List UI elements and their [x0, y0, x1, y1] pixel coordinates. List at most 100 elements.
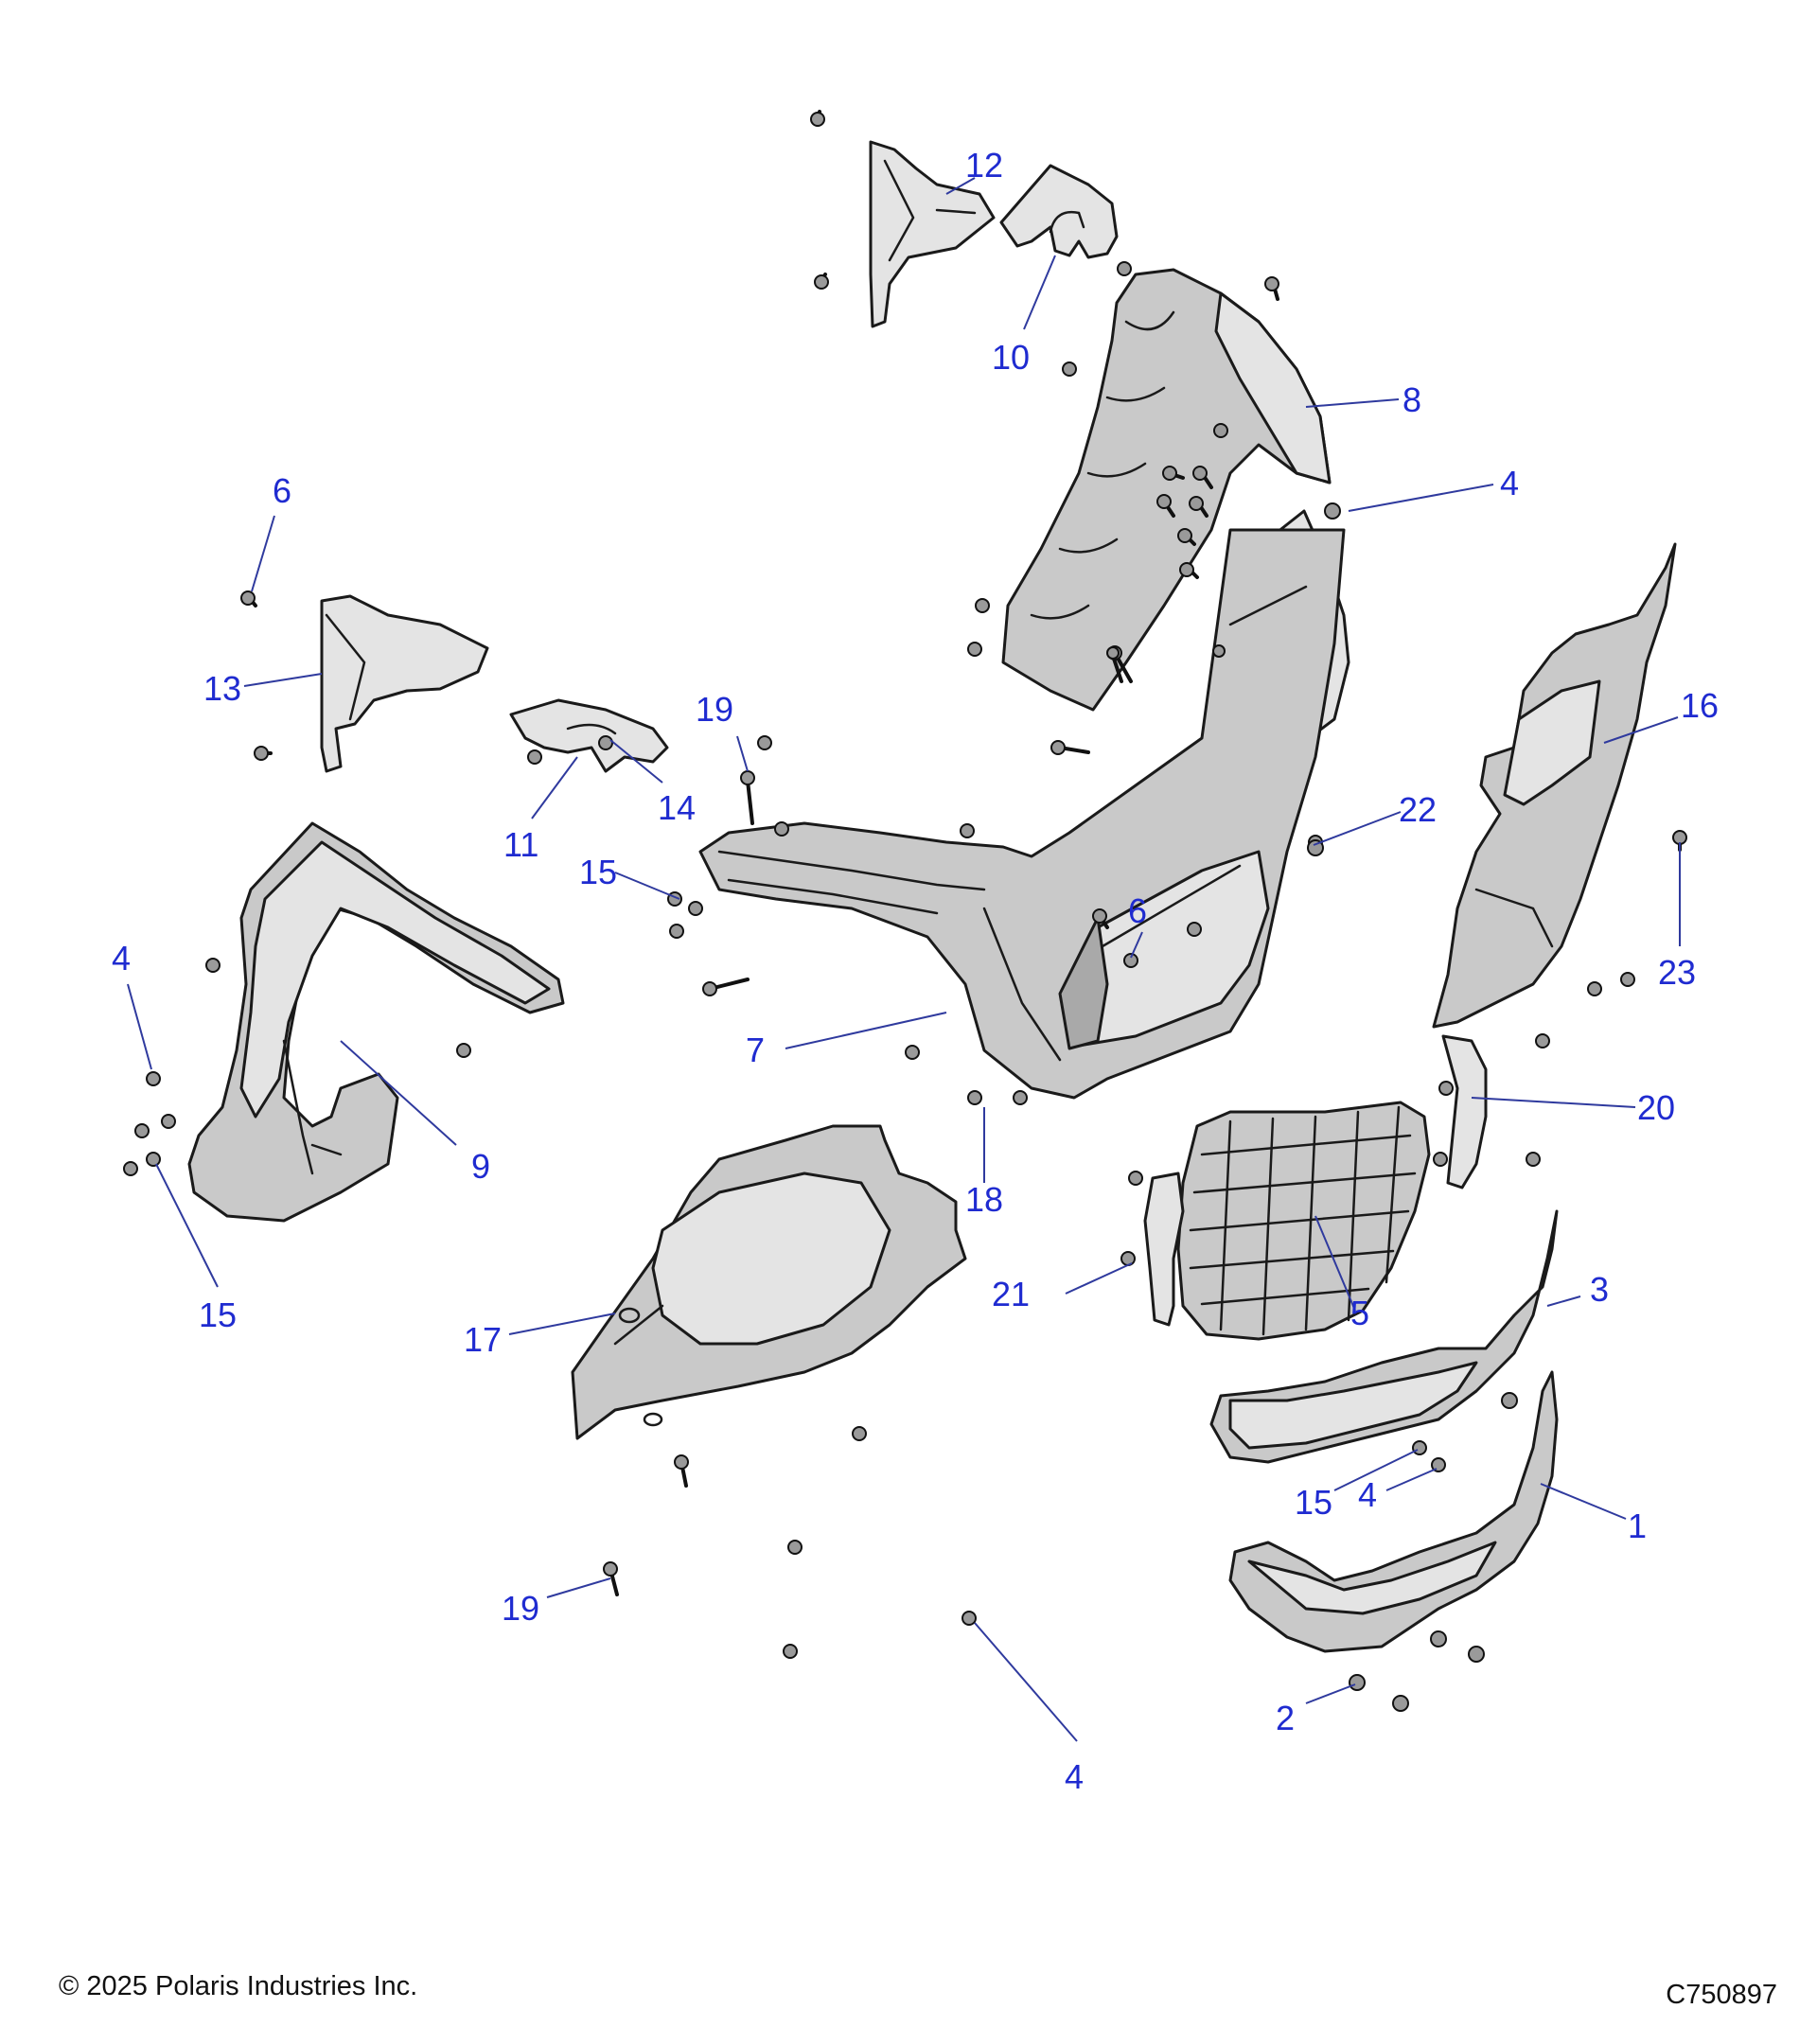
- fastener: [787, 1540, 803, 1555]
- fastener: [740, 770, 755, 825]
- fastener: [774, 821, 789, 837]
- callout-15: 15: [199, 1295, 237, 1334]
- callout-23: 23: [1658, 953, 1696, 992]
- part-9-left-bracket: [187, 821, 565, 1223]
- fastener: [598, 735, 613, 750]
- callout-6: 6: [273, 471, 291, 510]
- fastener: [123, 1161, 138, 1176]
- callout-21: 21: [992, 1275, 1030, 1313]
- fastener: [967, 1090, 982, 1105]
- part-17-lower-panel: [571, 1124, 967, 1440]
- callout-19: 19: [502, 1589, 539, 1628]
- fastener: [1433, 1152, 1448, 1167]
- fastener: [967, 642, 982, 657]
- callout-14: 14: [658, 788, 696, 827]
- part-7-front-frame: [698, 509, 1350, 1100]
- callout-6: 6: [1128, 891, 1147, 930]
- fastener: [960, 823, 975, 838]
- callout-4: 4: [112, 939, 131, 978]
- fastener: [456, 1043, 471, 1058]
- part-1-lower-bumper: [1228, 1370, 1559, 1653]
- part-21-trim: [1143, 1172, 1185, 1327]
- grille-mesh: [1189, 1105, 1417, 1336]
- fastener: [1307, 839, 1324, 856]
- callout-4: 4: [1500, 464, 1519, 502]
- callout-15: 15: [1295, 1483, 1332, 1522]
- part-20-trim: [1441, 1034, 1488, 1189]
- fastener: [1187, 922, 1202, 937]
- callout-8: 8: [1402, 380, 1421, 419]
- callout-17: 17: [464, 1320, 502, 1359]
- fastener: [1324, 502, 1341, 520]
- callout-7: 7: [746, 1031, 765, 1069]
- callout-18: 18: [965, 1180, 1003, 1219]
- fastener: [1117, 261, 1132, 276]
- fastener: [1179, 562, 1199, 579]
- callout-labels: 12 10 8 4 6 13 19 11 14 15 16 22 23 4 6 …: [112, 146, 1719, 1796]
- callout-12: 12: [965, 146, 1003, 185]
- callout-4: 4: [1065, 1757, 1084, 1796]
- fastener: [810, 110, 825, 127]
- callout-22: 22: [1399, 790, 1437, 829]
- part-10-panel: [999, 164, 1119, 259]
- fastener: [527, 749, 542, 765]
- copyright-text: © 2025 Polaris Industries Inc.: [59, 1971, 418, 2001]
- fastener: [975, 598, 990, 613]
- fastener: [240, 590, 257, 608]
- figure-id: C750897: [1666, 1980, 1777, 2010]
- fastener: [1349, 1674, 1366, 1691]
- fastener: [1535, 1033, 1550, 1048]
- fastener: [688, 901, 703, 916]
- part-8-side-panel: [1001, 268, 1332, 712]
- fastener: [146, 1152, 161, 1167]
- fastener: [1392, 1695, 1409, 1712]
- callout-1: 1: [1628, 1507, 1647, 1545]
- callout-16: 16: [1681, 686, 1719, 725]
- fastener: [1177, 528, 1196, 546]
- fastener: [1192, 466, 1213, 489]
- fastener: [757, 735, 772, 750]
- fastener: [1430, 1630, 1447, 1648]
- fastener: [1162, 466, 1185, 481]
- fastener: [205, 958, 221, 973]
- fastener: [1264, 276, 1279, 301]
- fastener: [674, 1454, 689, 1488]
- fastener: [1156, 494, 1175, 518]
- callout-10: 10: [992, 338, 1030, 377]
- fastener: [1412, 1440, 1427, 1455]
- callout-20: 20: [1637, 1088, 1675, 1127]
- fastener: [1120, 1251, 1136, 1266]
- fastener: [783, 1644, 798, 1659]
- fastener: [1128, 1171, 1143, 1186]
- fastener: [702, 978, 750, 996]
- fastener: [852, 1426, 867, 1441]
- callout-15: 15: [579, 853, 617, 891]
- fastener: [134, 1123, 150, 1138]
- callout-13: 13: [203, 669, 241, 708]
- fastener: [1092, 908, 1109, 929]
- part-5-grille: [1176, 1101, 1431, 1341]
- callout-2: 2: [1276, 1699, 1295, 1737]
- fastener: [1620, 972, 1635, 987]
- part-3-skid: [1209, 1209, 1559, 1464]
- fastener: [905, 1045, 920, 1060]
- fasteners: [123, 110, 1687, 1712]
- fastener: [1468, 1646, 1485, 1663]
- callout-5: 5: [1350, 1294, 1369, 1332]
- fastener: [1526, 1152, 1541, 1167]
- fastener: [1213, 423, 1228, 438]
- fastener: [1062, 361, 1077, 377]
- callout-4: 4: [1358, 1475, 1377, 1514]
- fastener: [1438, 1081, 1454, 1096]
- fastener: [1501, 1392, 1518, 1409]
- fastener: [1106, 646, 1123, 683]
- callout-19: 19: [696, 690, 733, 729]
- fastener: [603, 1561, 619, 1596]
- fastener: [961, 1611, 977, 1626]
- fastener: [161, 1114, 176, 1129]
- fastener: [814, 273, 829, 290]
- fastener: [146, 1071, 161, 1086]
- fastener: [1212, 644, 1226, 658]
- fastener: [254, 746, 273, 761]
